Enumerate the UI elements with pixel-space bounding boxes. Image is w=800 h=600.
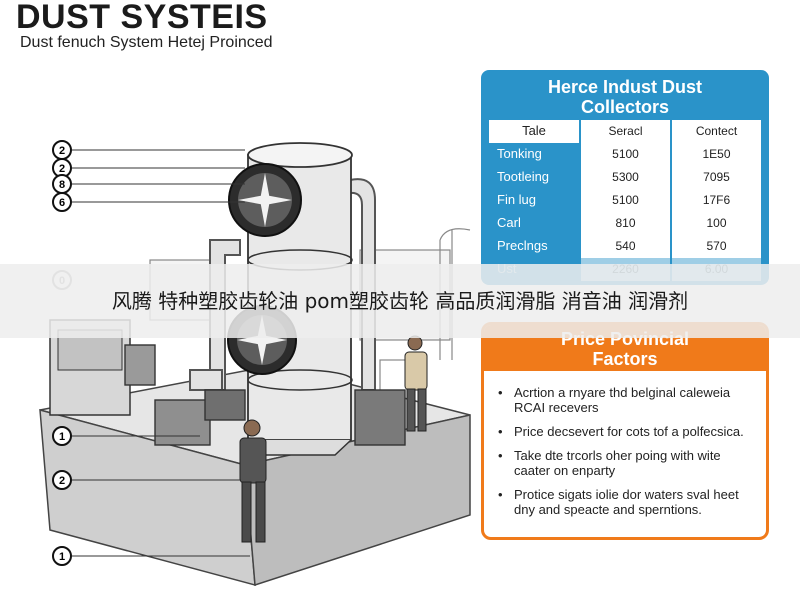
table-header-cell: Seracl <box>581 120 670 143</box>
svg-text:8: 8 <box>59 179 65 191</box>
table-cell: 5300 <box>581 166 670 189</box>
list-item: Protice sigats iolie dor waters sval hee… <box>496 487 756 517</box>
list-item: Take dte trcorls oher poing with wite ca… <box>496 448 756 478</box>
callout-marker: 1 <box>52 546 72 566</box>
callout-marker: 2 <box>52 140 72 160</box>
svg-text:2: 2 <box>59 163 65 175</box>
svg-text:2: 2 <box>59 475 65 487</box>
table-cell: Preclngs <box>497 238 548 253</box>
page-title: DUST SYSTEIS <box>16 0 268 36</box>
table-cell: 540 <box>581 235 670 258</box>
table-row: Tonking 5100 1E50 <box>489 143 761 166</box>
svg-text:6: 6 <box>59 197 65 209</box>
fan-icon <box>228 163 302 237</box>
overlay-banner: 风腾 特种塑胶齿轮油 pom塑胶齿轮 高品质润滑脂 消音油 润滑剂 <box>0 264 800 338</box>
table-cell: Fin lug <box>497 192 537 207</box>
price-factors-list: Acrtion a rnyare thd belginal caleweia R… <box>484 385 766 517</box>
collectors-table: Tale Seracl Contect Tonking 5100 1E50 To… <box>489 120 761 281</box>
table-cell: Tootleing <box>497 169 550 184</box>
table-cell: 570 <box>672 235 761 258</box>
banner-text: 风腾 特种塑胶齿轮油 pom塑胶齿轮 高品质润滑脂 消音油 润滑剂 <box>111 289 689 313</box>
table-cell: 1E50 <box>672 143 761 166</box>
table-header-cell: Tale <box>489 120 579 143</box>
page-subtitle: Dust fenuch System Hetej Proinced <box>20 34 273 51</box>
table-cell: Carl <box>497 215 521 230</box>
svg-text:1: 1 <box>59 551 65 563</box>
callout-marker: 1 <box>52 426 72 446</box>
collectors-table-title: Herce Indust Dust Collectors <box>547 77 703 117</box>
table-row: Fin lug 5100 17F6 <box>489 189 761 212</box>
list-item: Price decsevert for cots tof a polfecsic… <box>496 424 756 439</box>
table-cell: 7095 <box>672 166 761 189</box>
price-factors-panel: Price Povincial Factors Acrtion a rnyare… <box>481 322 769 540</box>
callout-markers: 2 2 8 6 0 1 2 1 <box>52 140 72 566</box>
table-row: Preclngs 540 570 <box>489 235 761 258</box>
table-row: Carl 810 100 <box>489 212 761 235</box>
svg-text:1: 1 <box>59 431 65 443</box>
worker-figure <box>239 419 267 543</box>
callout-lines <box>72 149 250 557</box>
callout-marker: 2 <box>52 470 72 490</box>
table-cell: 5100 <box>581 143 670 166</box>
table-row: Tootleing 5300 7095 <box>489 166 761 189</box>
table-header-cell: Contect <box>672 120 761 143</box>
table-header-row: Tale Seracl Contect <box>489 120 761 143</box>
callout-marker: 6 <box>52 192 72 212</box>
callout-marker: 8 <box>52 174 72 194</box>
table-cell: 17F6 <box>672 189 761 212</box>
table-cell: 810 <box>581 212 670 235</box>
table-cell: 5100 <box>581 189 670 212</box>
svg-text:2: 2 <box>59 145 65 157</box>
ground-equipment <box>124 344 406 446</box>
table-cell: Tonking <box>497 146 542 161</box>
list-item: Acrtion a rnyare thd belginal caleweia R… <box>496 385 756 415</box>
table-cell: 100 <box>672 212 761 235</box>
collectors-table-panel: Herce Indust Dust Collectors Tale Seracl… <box>481 70 769 285</box>
